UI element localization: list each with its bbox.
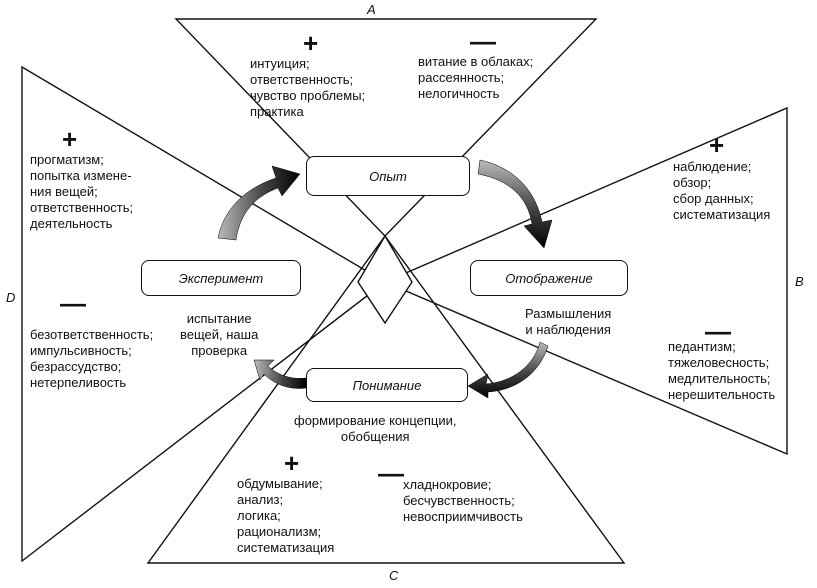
bottom-plus-list: обдумывание; анализ; логика; рационализм… [237,476,334,556]
left-triangle [21,65,387,563]
left-minus-list: безответственность; импульсивность; безр… [30,327,153,391]
arrow-reflection-to-understanding [467,341,549,399]
stage-understanding-label: Понимание [352,377,422,393]
list-item: невосприимчивость [403,509,523,524]
experiment-note-line: вещей, наша [180,327,259,342]
stage-experience-box: Опыт [306,156,470,196]
list-item: ния вещей; [30,184,98,199]
corner-label-b: B [795,274,804,289]
list-item: бесчувственность; [403,493,515,508]
list-item: нетерпеливость [30,375,127,390]
bottom-minus-list: хладнокровие; бесчувственность; невоспри… [403,477,523,525]
list-item: хладнокровие; [403,477,492,492]
experiment-note-line: проверка [191,343,248,358]
stage-reflection-box: Отображение [470,260,628,296]
experiment-note-line: испытание [186,311,252,326]
top-plus-sign: + [303,28,319,58]
right-minus-list: педантизм; тяжеловесность; медлительност… [668,339,775,403]
top-triangle [174,18,598,238]
list-item: тяжеловесность; [668,355,770,370]
list-item: ответственность; [250,72,354,87]
understanding-note-line: формирование концепции, [294,413,457,428]
left-minus-sign: — [60,288,86,318]
list-item: педантизм; [668,339,736,354]
reflection-note: Размышления и наблюдения [525,306,611,338]
top-plus-list: интуиция; ответственность; чувство пробл… [250,56,365,120]
list-item: чувство проблемы; [250,88,366,103]
understanding-note-line: обобщения [340,429,410,444]
list-item: нелогичность [418,86,500,101]
understanding-note: формирование концепции, обобщения [294,413,456,445]
bottom-minus-sign: — [378,458,404,488]
stage-experience-label: Опыт [369,168,407,184]
list-item: нерешительность [668,387,776,402]
list-item: систематизация [673,207,771,222]
list-item: прогматизм; [30,152,104,167]
right-minus-sign: — [705,316,731,346]
top-minus-list: витание в облаках; рассеянность; нелогич… [418,54,533,102]
list-item: логика; [237,508,281,523]
list-item: витание в облаках; [418,54,534,69]
left-plus-sign: + [62,124,78,154]
top-minus-sign: — [470,26,496,56]
list-item: попытка измене- [30,168,132,183]
corner-label-d: D [6,290,16,305]
reflection-note-line: и наблюдения [525,322,611,337]
bottom-triangle [146,234,626,564]
list-item: медлительность; [668,371,771,386]
list-item: рационализм; [237,524,322,539]
stage-reflection-label: Отображение [505,270,593,286]
list-item: анализ; [237,492,284,507]
list-item: безответственность; [30,327,154,342]
right-plus-list: наблюдение; обзор; сбор данных; системат… [673,159,770,223]
corner-label-c: C [389,568,399,583]
list-item: безрассудство; [30,359,122,374]
stage-understanding-box: Понимание [306,368,468,402]
list-item: импульсивность; [30,343,132,358]
center-diamond [357,234,413,325]
experiment-note: испытание вещей, наша проверка [180,311,258,359]
stage-experiment-label: Эксперимент [178,270,264,286]
right-plus-sign: + [709,130,725,160]
stage-experiment-box: Эксперимент [141,260,301,296]
list-item: наблюдение; [673,159,752,174]
right-triangle [383,106,788,456]
arrow-experience-to-reflection [477,159,553,249]
list-item: сбор данных; [673,191,754,206]
list-item: деятельность [30,216,113,231]
arrow-experiment-to-experience [217,165,301,241]
left-plus-list: прогматизм; попытка измене- ния вещей; о… [30,152,133,232]
list-item: систематизация [237,540,335,555]
list-item: обзор; [673,175,712,190]
arrow-understanding-to-experiment [253,359,307,389]
list-item: практика [250,104,304,119]
bottom-plus-sign: + [284,448,300,478]
list-item: рассеянность; [418,70,505,85]
list-item: ответственность; [30,200,134,215]
corner-label-a: A [367,2,376,17]
list-item: интуиция; [250,56,310,71]
reflection-note-line: Размышления [525,306,612,321]
list-item: обдумывание; [237,476,323,491]
